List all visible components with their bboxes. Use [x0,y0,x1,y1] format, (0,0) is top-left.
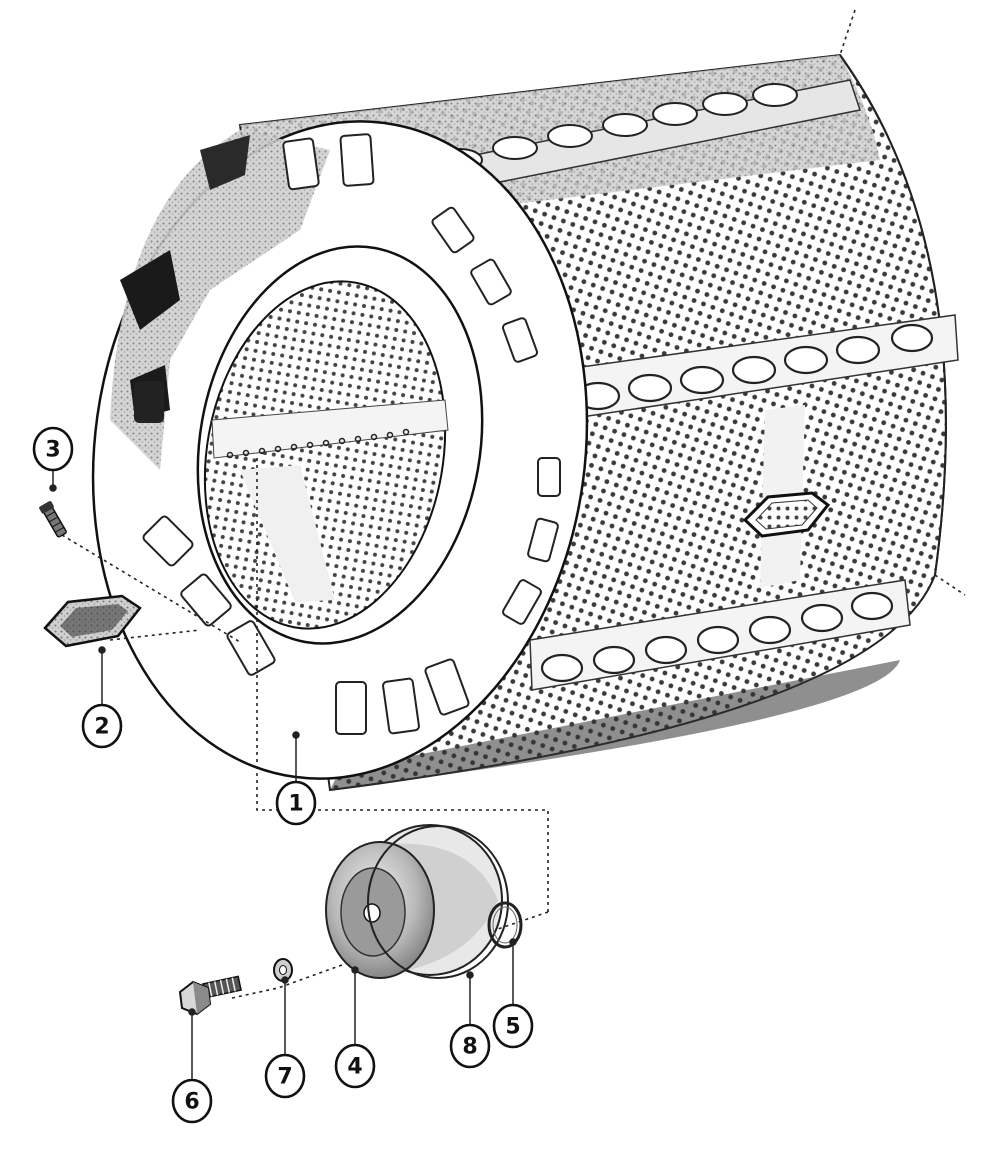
callout-7-label: 7 [277,1065,292,1090]
drum-assembly [91,53,959,792]
bolt-part [178,975,242,1016]
callout-leaders [49,470,517,1080]
leader-lines [61,9,966,999]
screw-part [39,501,67,538]
callout-1: 1 [275,780,317,826]
callout-5: 5 [492,1003,534,1049]
callout-6: 6 [171,1078,213,1124]
callout-8-label: 8 [462,1035,477,1060]
callout-4-label: 4 [347,1055,362,1080]
drum-inner-opening [203,280,447,630]
hub-part [325,824,503,979]
callout-5-label: 5 [505,1015,520,1040]
o-ring-part [487,901,523,949]
drum-inner-ring [196,245,484,645]
drum-bottom-shading [330,660,900,790]
middle-rib-band [559,314,959,421]
lower-rib-band [529,579,911,691]
callout-1-label: 1 [288,792,303,817]
plate-part [43,594,142,648]
callout-2: 2 [81,703,123,749]
front-vent-slots [134,133,561,735]
callout-7: 7 [264,1053,306,1099]
callout-4: 4 [334,1043,376,1089]
upper-rib-band [399,79,861,201]
callout-3: 3 [32,426,74,472]
callout-2-label: 2 [94,715,109,740]
callout-6-label: 6 [184,1090,199,1115]
drum-back-rim [839,54,947,576]
callout-3-label: 3 [45,438,60,463]
callout-8: 8 [449,1023,491,1069]
